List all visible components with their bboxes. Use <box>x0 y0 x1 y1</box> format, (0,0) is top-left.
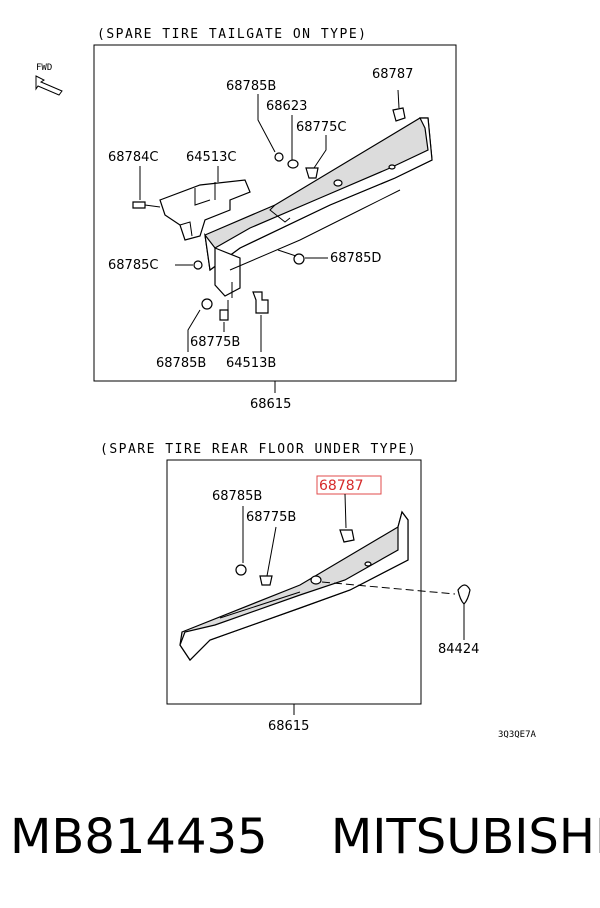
highlight-box-68787 <box>316 475 382 495</box>
clip-68787-top <box>392 89 406 122</box>
nut-68785B-bottom <box>235 564 247 576</box>
label-64513B: 64513B <box>226 356 276 371</box>
label-68775B-top: 68775B <box>190 335 240 350</box>
label-68615-bottom: 68615 <box>268 719 309 734</box>
label-68785B-bottom: 68785B <box>212 489 262 504</box>
nut-68785B-top <box>274 152 284 162</box>
bottom-section-frame <box>166 459 422 705</box>
bracket-64513B <box>252 291 269 314</box>
label-68784C: 68784C <box>108 150 158 165</box>
bottom-section-caption: (SPARE TIRE REAR FLOOR UNDER TYPE) <box>100 442 417 457</box>
bolt-68784C <box>132 201 161 209</box>
label-68623: 68623 <box>266 99 307 114</box>
nut-68785D <box>293 253 305 265</box>
label-68615-top: 68615 <box>250 397 291 412</box>
clip-68775B-top <box>219 309 229 321</box>
fwd-label: FWD <box>36 63 52 73</box>
footer-caption: MB814435 MITSUBISHI <box>10 808 600 866</box>
top-section-caption: (SPARE TIRE TAILGATE ON TYPE) <box>97 27 367 42</box>
clip-68775B-bottom <box>259 575 273 586</box>
label-68785B-top-b: 68785B <box>156 356 206 371</box>
clip-68787-bottom <box>339 529 355 543</box>
rear-garnish-part-top <box>204 117 433 297</box>
label-68775B-bottom: 68775B <box>246 510 296 525</box>
drawing-code: 3Q3QE7A <box>498 730 537 740</box>
label-68785C: 68785C <box>108 258 158 273</box>
label-68787-top: 68787 <box>372 67 413 82</box>
bracket-64513C <box>159 179 251 241</box>
fwd-arrow-icon: FWD <box>35 63 63 96</box>
label-68787-bottom: 68787 <box>319 478 364 494</box>
plug-84424 <box>457 584 471 605</box>
exploded-parts-diagram: (SPARE TIRE TAILGATE ON TYPE) FWD 68787 … <box>35 27 537 740</box>
washer-68623 <box>287 159 299 169</box>
nut-68785C <box>193 260 203 270</box>
nut-68785B-top-lower <box>201 298 213 310</box>
label-68785D: 68785D <box>330 251 381 266</box>
rear-garnish-part-bottom <box>179 510 409 661</box>
label-84424: 84424 <box>438 642 479 657</box>
clip-68775C <box>305 167 319 179</box>
label-64513C: 64513C <box>186 150 236 165</box>
label-68785B-top-a: 68785B <box>226 79 276 94</box>
part-number: MB814435 <box>10 809 268 865</box>
brand-name: MITSUBISHI <box>330 809 600 865</box>
label-68775C: 68775C <box>296 120 346 135</box>
